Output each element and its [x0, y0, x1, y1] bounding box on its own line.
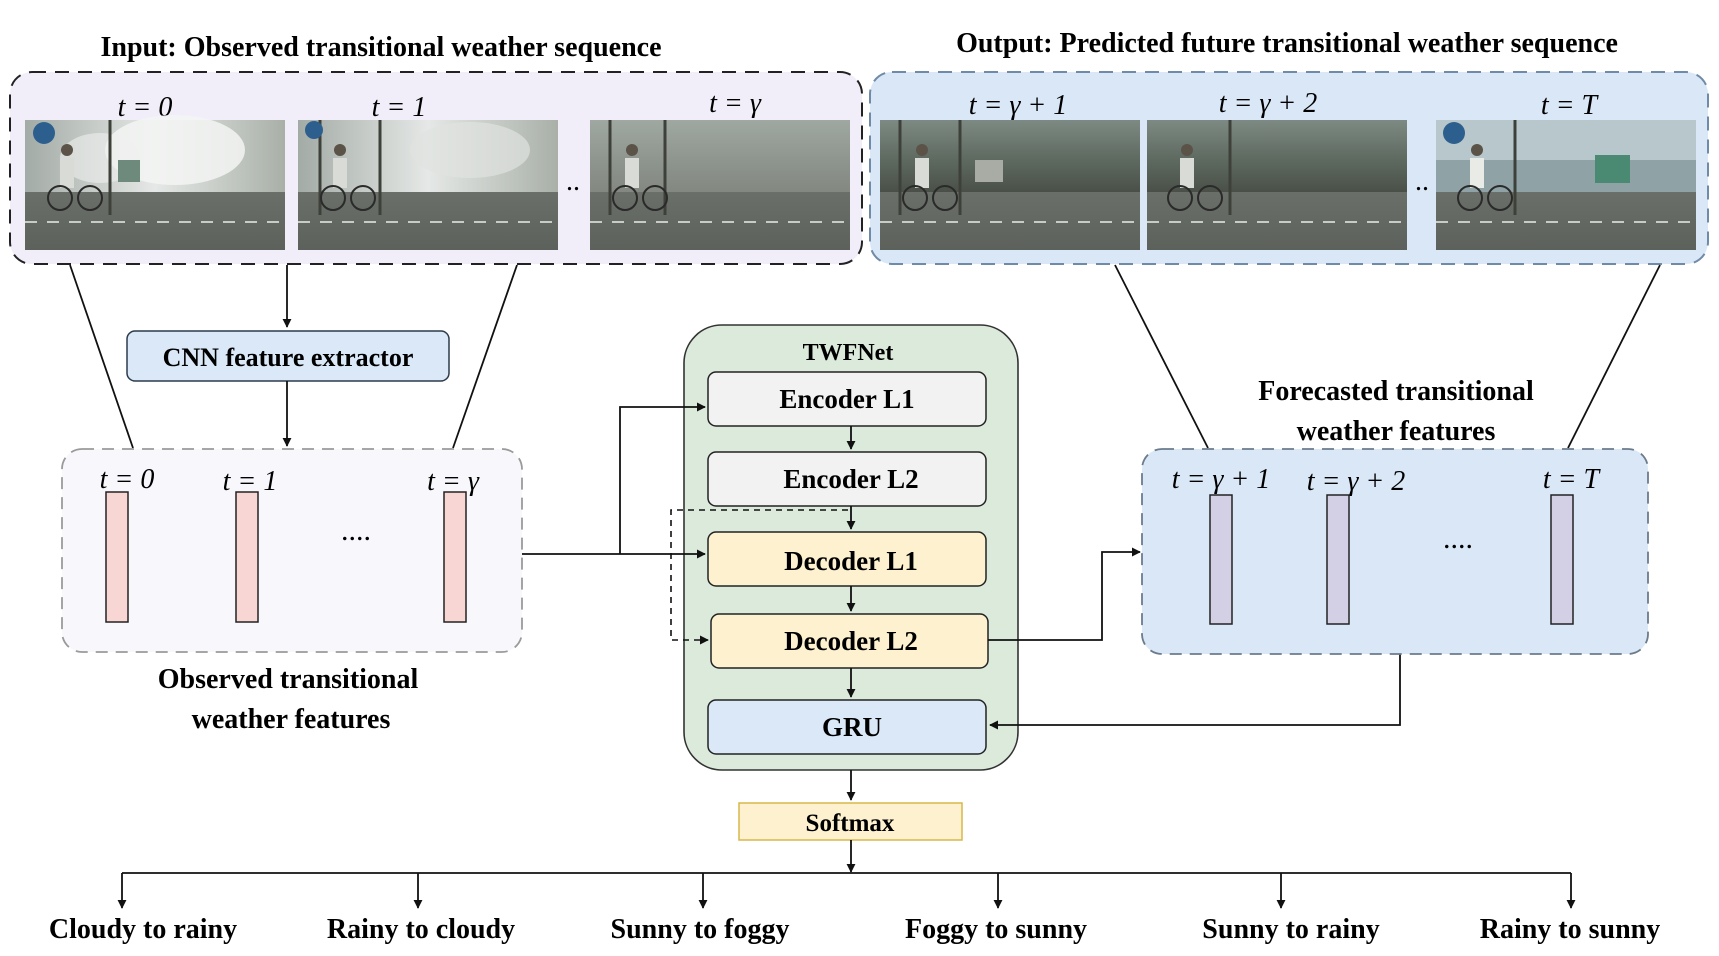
observed-features-caption-line2: weather features: [192, 704, 391, 735]
forecast-feature-label-0: t = γ + 1: [1172, 464, 1271, 495]
encoder-l2-box: [707, 451, 987, 507]
output-ellipsis: ..: [1415, 166, 1429, 197]
skip-connection-dashed: [670, 509, 848, 645]
observed-features-frame: [61, 448, 523, 653]
decoder-l1-label: Decoder L1: [784, 546, 918, 576]
decoder-l1-box: [707, 531, 987, 587]
output-panel: Output: Predicted future transitional we…: [869, 28, 1709, 265]
input-ellipsis: ..: [566, 166, 580, 197]
forecast-features-panel: Forecasted transitional weather features…: [1141, 376, 1649, 655]
output-frame-label-0: t = γ + 1: [969, 90, 1068, 121]
class-branch-lines: [117, 872, 1576, 909]
gru-box: [707, 699, 987, 755]
forecast-features-caption-line2: weather features: [1297, 416, 1496, 447]
input-frame-1: [298, 120, 558, 250]
encoder-l2-label: Encoder L2: [783, 464, 918, 494]
output-frame-2: [1436, 120, 1696, 250]
observed-feature-bar-1: [235, 491, 259, 623]
input-frame-2: [590, 120, 850, 250]
input-panel: Input: Observed transitional weather seq…: [9, 32, 863, 265]
observed-feature-bar-0: [105, 491, 129, 623]
class-label-2: Sunny to foggy: [611, 914, 790, 945]
twfnet-title: TWFNet: [803, 340, 894, 366]
class-label-3: Foggy to sunny: [905, 914, 1087, 945]
output-frame-label-2: t = T: [1541, 90, 1600, 121]
output-frame-0: [880, 120, 1140, 250]
encoder-l1-label: Encoder L1: [779, 384, 914, 414]
observed-feature-label-0: t = 0: [100, 464, 155, 495]
softmax-label: Softmax: [806, 810, 895, 837]
output-panel-title: Output: Predicted future transitional we…: [956, 28, 1618, 59]
input-frame-label-1: t = 1: [372, 92, 427, 123]
decoder-l2-box: [710, 613, 989, 669]
class-label-0: Cloudy to rainy: [49, 914, 237, 945]
observed-feature-bar-2: [443, 491, 467, 623]
softmax-box: [738, 802, 963, 841]
twfnet-block: TWFNet Encoder L1 Encoder L2 Decoder L1 …: [670, 324, 1019, 771]
cnn-feature-extractor-box: [126, 330, 450, 382]
output-frame-1: [1147, 120, 1407, 250]
input-frame-label-2: t = γ: [709, 88, 762, 119]
class-label-1: Rainy to cloudy: [327, 914, 515, 945]
forecast-feature-label-2: t = T: [1543, 464, 1602, 495]
decoder-l2-label: Decoder L2: [784, 626, 918, 656]
forecast-feature-bar-1: [1326, 494, 1350, 625]
forecast-features-frame: [1141, 448, 1649, 655]
gru-label: GRU: [822, 712, 882, 742]
input-frame-0: [25, 115, 285, 250]
feature-flow-arrows: [522, 402, 1401, 730]
forecast-feature-dots: ....: [1443, 522, 1473, 555]
class-label-4: Sunny to rainy: [1202, 914, 1379, 945]
encoder-l1-box: [707, 371, 987, 427]
observed-features-panel: t = 0 t = 1 t = γ .... Observed transiti…: [61, 448, 523, 735]
forecast-feature-bar-0: [1209, 494, 1233, 625]
forecast-feature-label-1: t = γ + 2: [1307, 466, 1406, 497]
observed-features-caption-line1: Observed transitional: [158, 664, 419, 695]
forecast-features-caption-line1: Forecasted transitional: [1258, 376, 1534, 407]
connector-lines: [69, 264, 1661, 449]
input-panel-title: Input: Observed transitional weather seq…: [100, 32, 661, 63]
output-frame-label-1: t = γ + 2: [1219, 88, 1318, 119]
class-label-5: Rainy to sunny: [1480, 914, 1661, 945]
observed-feature-dots: ....: [341, 514, 371, 547]
cnn-feature-extractor-label: CNN feature extractor: [163, 343, 414, 372]
forecast-feature-bar-2: [1550, 494, 1574, 625]
